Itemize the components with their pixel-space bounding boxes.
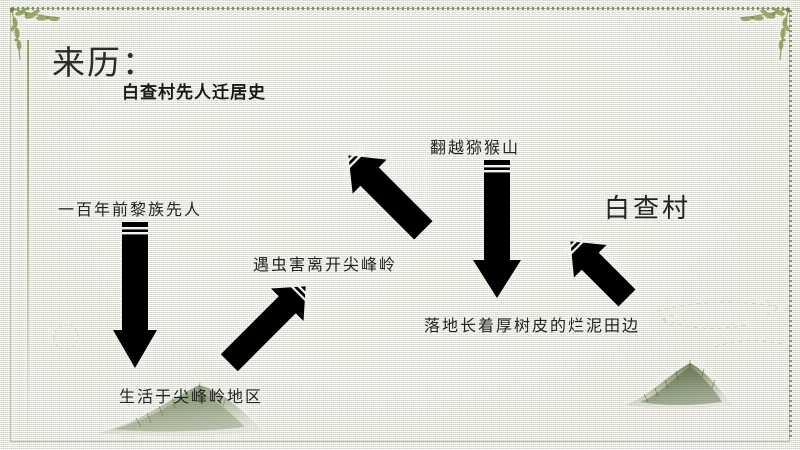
flow-node-label-destination: 白查村 xyxy=(604,194,692,224)
frame-top-dotted-rule xyxy=(12,7,788,10)
frame-right-dotted-rule xyxy=(789,10,792,440)
flow-arrow-up-right xyxy=(332,139,444,251)
flow-node-label: 遇虫害离开尖峰岭 xyxy=(253,255,398,274)
page-title: 来历： xyxy=(52,43,157,82)
flow-node-label: 翻越猕猴山 xyxy=(430,138,521,157)
flow-arrow-down xyxy=(473,160,521,300)
flow-arrow-down xyxy=(113,222,157,370)
watercolor-hill-decoration xyxy=(620,355,750,421)
flow-node-label: 生活于尖峰岭地区 xyxy=(119,387,264,406)
background-scribble-decoration xyxy=(655,285,790,364)
flow-node-label: 一百年前黎族先人 xyxy=(58,200,203,219)
flow-arrow-up-right xyxy=(553,224,643,314)
background-scribble-decoration xyxy=(48,318,88,358)
page-subtitle: 白查村先人迁居史 xyxy=(122,83,266,103)
frame-left-rule xyxy=(27,40,29,430)
flow-arrow-up-right xyxy=(212,262,330,380)
leaf-ornament-icon xyxy=(716,2,796,72)
flow-node-label: 落地长着厚树皮的烂泥田边 xyxy=(424,316,641,335)
